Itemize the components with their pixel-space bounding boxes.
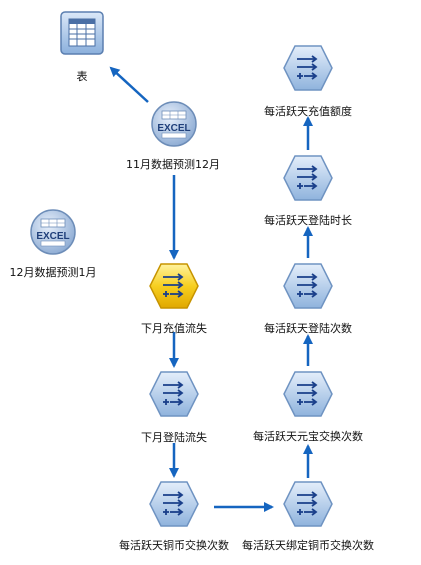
derive-icon	[283, 263, 333, 309]
derive-icon	[283, 155, 333, 201]
node-label: 每活跃天绑定铜币交换次数	[242, 539, 374, 552]
node-label: 12月数据预测1月	[9, 266, 97, 279]
node-label: 每活跃天铜币交换次数	[119, 539, 229, 552]
node-label: 下月登陆流失	[141, 431, 207, 444]
svg-text:EXCEL: EXCEL	[157, 123, 190, 134]
node-label: 每活跃天元宝交换次数	[253, 430, 363, 443]
derive-icon	[283, 45, 333, 91]
excel-icon: EXCEL	[151, 101, 197, 147]
node-label: 每活跃天登陆次数	[264, 322, 352, 335]
edge-excel-in-to-table	[109, 66, 149, 103]
derive-icon	[283, 481, 333, 527]
node-label: 表	[76, 70, 88, 83]
derive-icon	[149, 371, 199, 417]
table-icon	[60, 11, 104, 55]
node-label: 每活跃天充值额度	[264, 105, 352, 118]
derive-icon	[283, 371, 333, 417]
node-label: 每活跃天登陆时长	[264, 214, 352, 227]
node-label: 11月数据预测12月	[126, 158, 220, 171]
node-label: 下月充值流失	[141, 322, 207, 335]
excel-icon: EXCEL	[30, 209, 76, 255]
derive-icon	[149, 481, 199, 527]
svg-text:EXCEL: EXCEL	[36, 231, 69, 242]
derive-icon-selected	[149, 263, 199, 309]
